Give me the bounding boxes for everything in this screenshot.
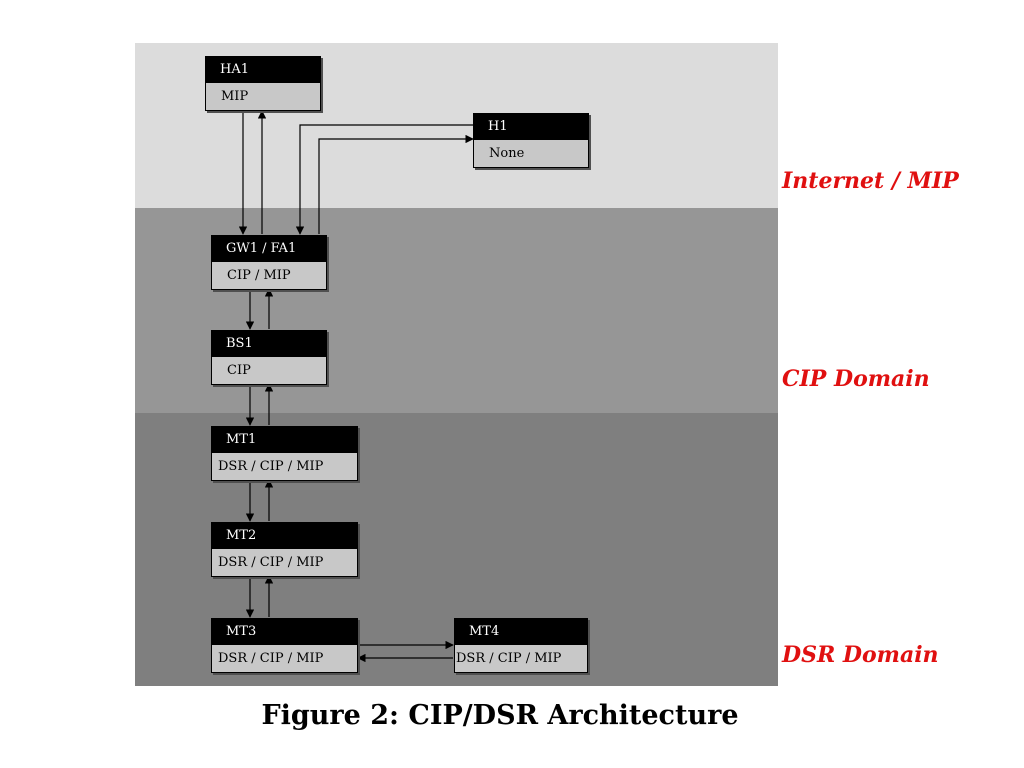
arrow-gw1-to-h1 [318,134,474,234]
node-mt2: MT2 DSR / CIP / MIP [211,522,358,577]
node-bs1-name: BS1 [211,330,327,357]
arrow-h1-to-gw1 [295,124,473,235]
figure-caption: Figure 2: CIP/DSR Architecture [261,700,739,731]
node-mt3-name: MT3 [211,618,358,645]
node-mt1: MT1 DSR / CIP / MIP [211,426,358,481]
node-mt3-protocol: DSR / CIP / MIP [211,645,358,673]
node-gw1-protocol: CIP / MIP [211,262,327,290]
node-bs1-protocol: CIP [211,357,327,385]
label-dsr-domain: DSR Domain [782,642,939,668]
label-cip-domain: CIP Domain [782,366,930,392]
node-h1-protocol: None [473,140,589,168]
node-ha1-name: HA1 [205,56,321,83]
node-ha1-protocol: MIP [205,83,321,111]
node-gw1-name: GW1 / FA1 [211,235,327,262]
node-gw1: GW1 / FA1 CIP / MIP [211,235,327,290]
node-mt1-protocol: DSR / CIP / MIP [211,453,358,481]
node-bs1: BS1 CIP [211,330,327,385]
node-mt1-name: MT1 [211,426,358,453]
node-h1: H1 None [473,113,589,168]
label-internet-mip: Internet / MIP [782,168,959,194]
node-h1-name: H1 [473,113,589,140]
node-mt2-name: MT2 [211,522,358,549]
node-mt3: MT3 DSR / CIP / MIP [211,618,358,673]
node-ha1: HA1 MIP [205,56,321,111]
node-mt4-protocol: DSR / CIP / MIP [454,645,588,673]
node-mt4-name: MT4 [454,618,588,645]
node-mt4: MT4 DSR / CIP / MIP [454,618,588,673]
node-mt2-protocol: DSR / CIP / MIP [211,549,358,577]
